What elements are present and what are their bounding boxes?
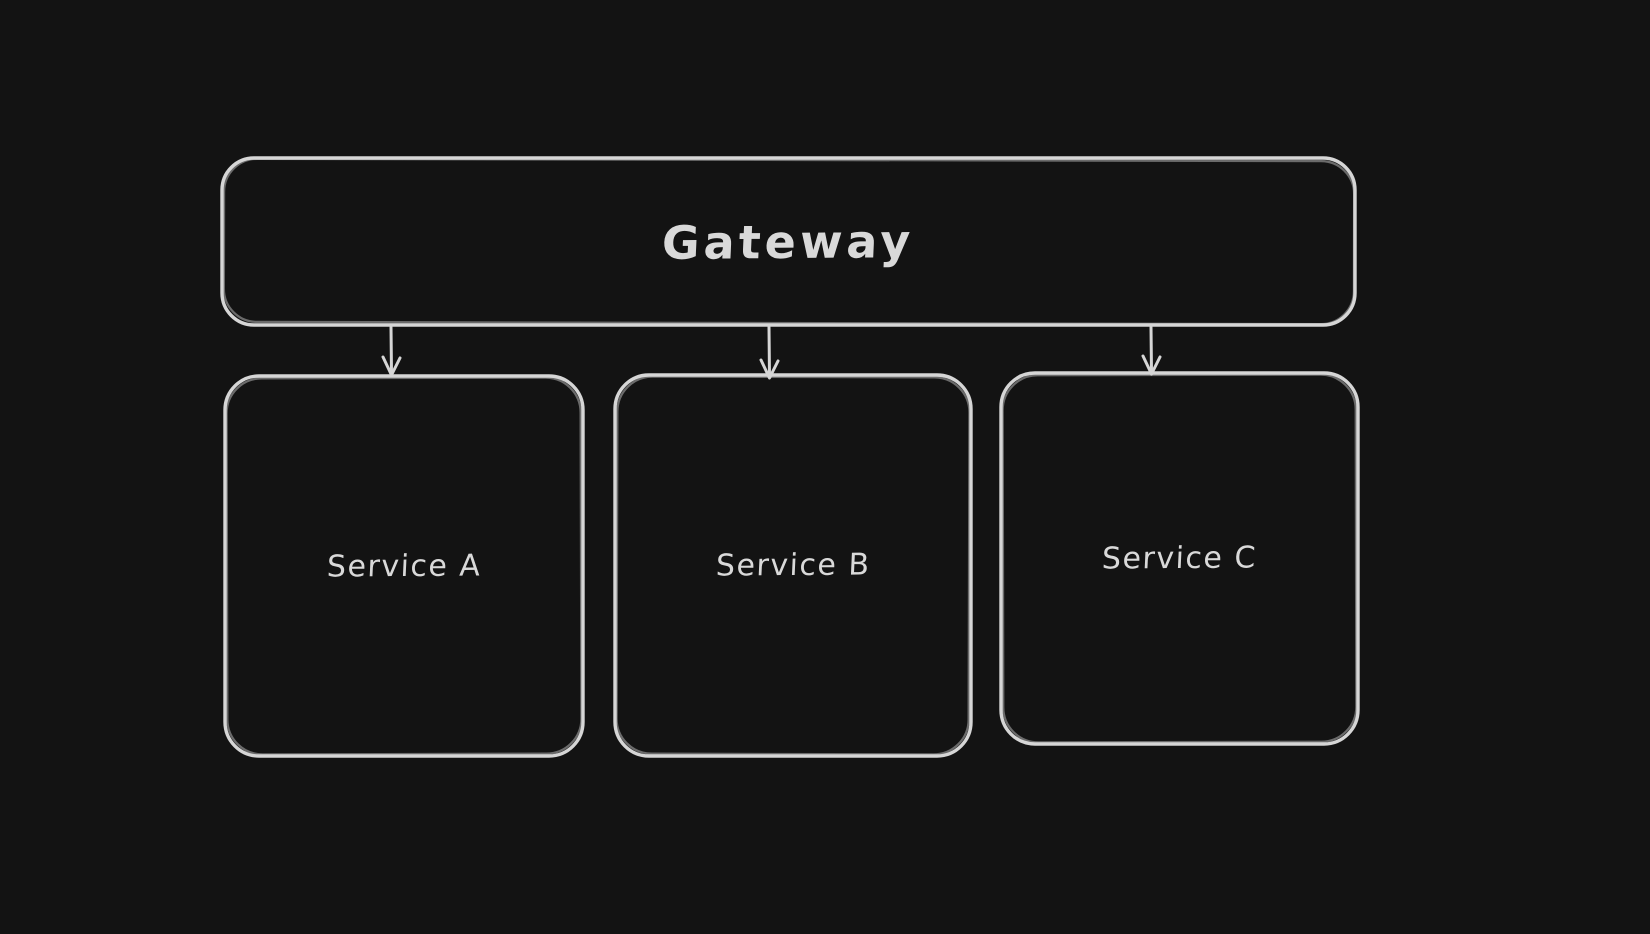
service-a-box-echo-stroke: [225, 376, 583, 756]
service-a-box-outline: [223, 374, 585, 758]
arrow-a-shaft: [389, 325, 393, 376]
arrow-c-shaft: [1149, 325, 1153, 375]
service-b-box-outline: [613, 373, 973, 758]
service-c-box-outline: [999, 371, 1360, 746]
arrow-gateway-to-service-b[interactable]: [759, 325, 780, 380]
arrow-b-head: [759, 358, 780, 380]
gateway-box-outline: [220, 156, 1357, 327]
arrow-gateway-to-service-c[interactable]: [1141, 325, 1162, 376]
node-gateway-shape[interactable]: [220, 156, 1357, 327]
arrow-b-shaft: [767, 325, 771, 379]
arrow-a-head: [381, 355, 402, 377]
node-service-c-shape[interactable]: [999, 371, 1360, 746]
gateway-box-echo-stroke: [222, 157, 1356, 326]
service-c-box-echo-stroke: [1001, 373, 1358, 744]
arrow-c-head: [1141, 354, 1162, 376]
service-b-box-echo-stroke: [615, 375, 971, 756]
node-service-a-shape[interactable]: [223, 374, 585, 758]
arrow-gateway-to-service-a[interactable]: [381, 325, 402, 377]
node-service-b-shape[interactable]: [613, 373, 973, 758]
